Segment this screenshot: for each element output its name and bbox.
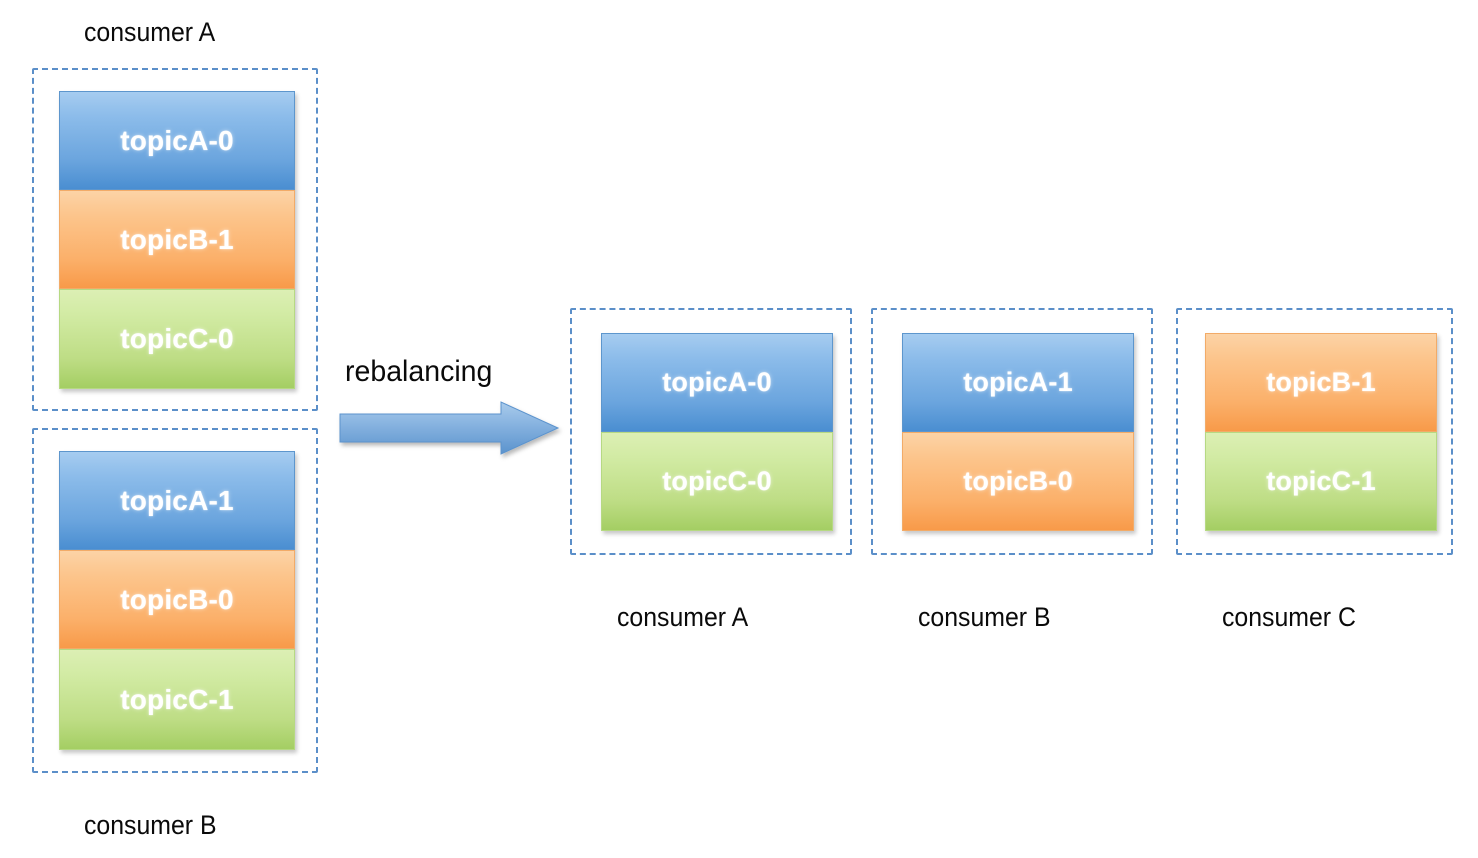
partition-block[interactable]: topicC-1 [59,649,295,750]
before-consumer-b-partition-stack: topicA-1 topicB-0 topicC-1 [59,451,295,750]
partition-block[interactable]: topicB-1 [59,190,295,289]
partition-block[interactable]: topicA-0 [601,333,833,432]
partition-block[interactable]: topicC-0 [601,432,833,531]
before-consumer-b-label: consumer B [84,810,217,840]
before-consumer-a-partition-stack: topicA-0 topicB-1 topicC-0 [59,91,295,389]
after-consumer-c-partition-stack: topicB-1 topicC-1 [1205,333,1437,531]
right-arrow-icon [339,401,560,455]
partition-block[interactable]: topicA-1 [59,451,295,550]
before-consumer-b-group: topicA-1 topicB-0 topicC-1 [32,428,318,773]
after-consumer-a-partition-stack: topicA-0 topicC-0 [601,333,833,531]
partition-block[interactable]: topicC-0 [59,289,295,389]
after-consumer-c-label: consumer C [1222,602,1356,632]
after-consumer-c-group: topicB-1 topicC-1 [1176,308,1453,555]
after-consumer-b-group: topicA-1 topicB-0 [871,308,1153,555]
before-consumer-a-group: topicA-0 topicB-1 topicC-0 [32,68,318,411]
partition-block[interactable]: topicC-1 [1205,432,1437,531]
partition-block[interactable]: topicB-0 [59,550,295,649]
before-consumer-a-label: consumer A [84,17,216,47]
after-consumer-a-group: topicA-0 topicC-0 [570,308,852,555]
rebalancing-label: rebalancing [345,355,493,388]
partition-block[interactable]: topicB-0 [902,432,1134,531]
after-consumer-b-label: consumer B [918,602,1051,632]
partition-block[interactable]: topicA-0 [59,91,295,190]
after-consumer-b-partition-stack: topicA-1 topicB-0 [902,333,1134,531]
after-consumer-a-label: consumer A [617,602,749,632]
partition-block[interactable]: topicB-1 [1205,333,1437,432]
partition-block[interactable]: topicA-1 [902,333,1134,432]
